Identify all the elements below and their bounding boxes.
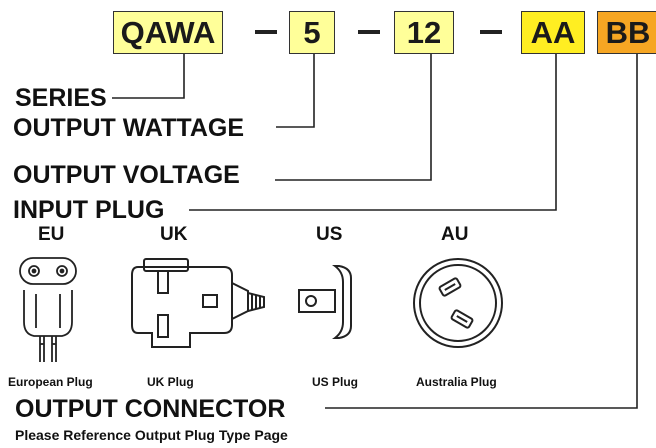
eu-plug-icon xyxy=(19,257,77,362)
code-wattage-box: 5 xyxy=(289,11,335,54)
dash-1 xyxy=(255,30,277,34)
code-input-plug-box: AA xyxy=(521,11,585,54)
leader-output-connector xyxy=(325,54,638,409)
us-plug-icon xyxy=(298,265,352,339)
leader-voltage xyxy=(275,54,432,181)
plug-caption-au: Australia Plug xyxy=(416,375,497,389)
plug-title-us: US xyxy=(316,224,343,245)
dash-2 xyxy=(358,30,380,34)
reference-note: Please Reference Output Plug Type Page xyxy=(15,427,288,443)
plug-title-au: AU xyxy=(441,224,469,245)
label-output-wattage: OUTPUT WATTAGE xyxy=(13,114,244,142)
label-output-voltage: OUTPUT VOLTAGE xyxy=(13,161,240,189)
leader-wattage xyxy=(276,54,315,128)
plug-caption-eu: European Plug xyxy=(8,375,93,389)
uk-plug-icon xyxy=(131,258,265,348)
dash-3 xyxy=(480,30,502,34)
plug-title-eu: EU xyxy=(38,224,65,245)
au-plug-icon xyxy=(413,258,503,348)
code-series-box: QAWA xyxy=(113,11,223,54)
leader-input-plug xyxy=(189,54,557,211)
label-series: SERIES xyxy=(15,84,107,112)
code-voltage-box: 12 xyxy=(394,11,454,54)
code-output-connector-box: BB xyxy=(597,11,656,54)
plug-caption-us: US Plug xyxy=(312,375,359,389)
plug-caption-uk: UK Plug xyxy=(147,375,194,389)
label-output-connector: OUTPUT CONNECTOR xyxy=(15,395,286,423)
plug-title-uk: UK xyxy=(160,224,188,245)
leader-series xyxy=(112,54,185,99)
label-input-plug: INPUT PLUG xyxy=(13,196,165,224)
